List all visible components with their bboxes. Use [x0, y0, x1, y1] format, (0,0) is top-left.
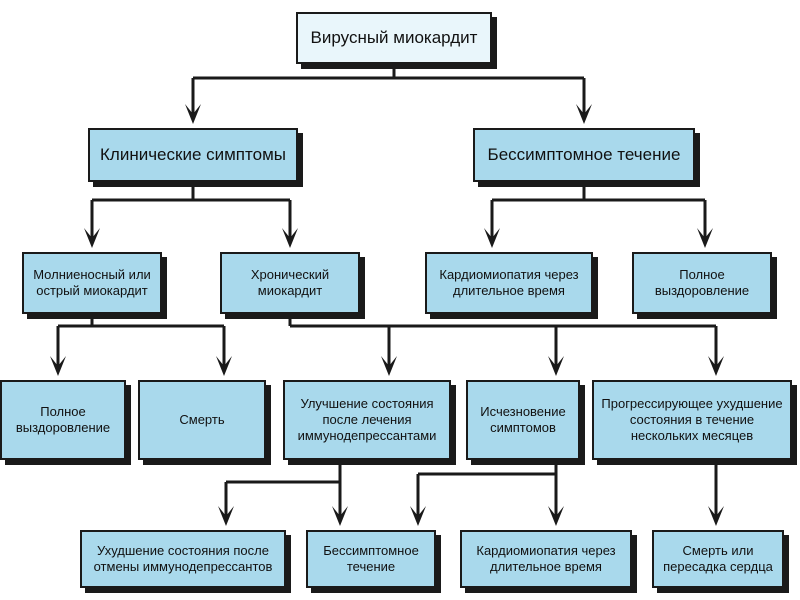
node-progressive-worsening: Прогрессирующее ухудшение состояния в те…: [592, 380, 792, 460]
connector-chronic-arrow-c: [708, 356, 724, 376]
node-clinical-symptoms: Клинические симптомы: [88, 128, 298, 182]
node-asymptomatic-course-2: Бессимптомное течение: [306, 530, 436, 588]
connector-fulminant-arrow-0: [50, 356, 66, 376]
node-cardiomyopathy-late-2: Кардиомиопатия через длительное время: [460, 530, 632, 588]
connector-clinical-arrow-1: [282, 228, 298, 248]
node-full-recovery-right: Полное выздоровление: [632, 252, 772, 314]
node-fulminant-myocarditis: Молниеносный или острый миокардит: [22, 252, 162, 314]
node-viral-myocarditis: Вирусный миокардит: [296, 12, 492, 64]
connector-symptoms-arrow-1: [548, 506, 564, 526]
connector-chronic-arrow-a: [381, 356, 397, 376]
connector-root-arrow-0: [185, 104, 201, 124]
node-full-recovery-left: Полное выздоровление: [0, 380, 126, 460]
connector-asymptomatic-arrow-1: [697, 228, 713, 248]
node-improvement-after-treatment: Улучшение состояния после лечения иммуно…: [283, 380, 451, 460]
connector-fulminant-arrow-1: [216, 356, 232, 376]
connector-chronic-arrow-b: [548, 356, 564, 376]
node-symptoms-disappearance: Исчезновение симптомов: [466, 380, 580, 460]
node-asymptomatic-course: Бессимптомное течение: [473, 128, 695, 182]
connector-improvement-arrow-0: [218, 506, 234, 526]
connector-symptoms-arrow-0: [410, 506, 426, 526]
connector-asymptomatic-arrow-0: [484, 228, 500, 248]
node-worsening-after-withdrawal: Ухудшение состояния после отмены иммунод…: [80, 530, 286, 588]
connector-improvement-arrow-1: [332, 506, 348, 526]
node-death: Смерть: [138, 380, 266, 460]
connector-root-arrow-1: [576, 104, 592, 124]
node-chronic-myocarditis: Хронический миокардит: [220, 252, 360, 314]
node-death-or-transplant: Смерть или пересадка сердца: [652, 530, 784, 588]
connector-clinical-arrow-0: [84, 228, 100, 248]
connector-progressive-arrow: [708, 506, 724, 526]
node-cardiomyopathy-late: Кардиомиопатия через длительное время: [425, 252, 593, 314]
